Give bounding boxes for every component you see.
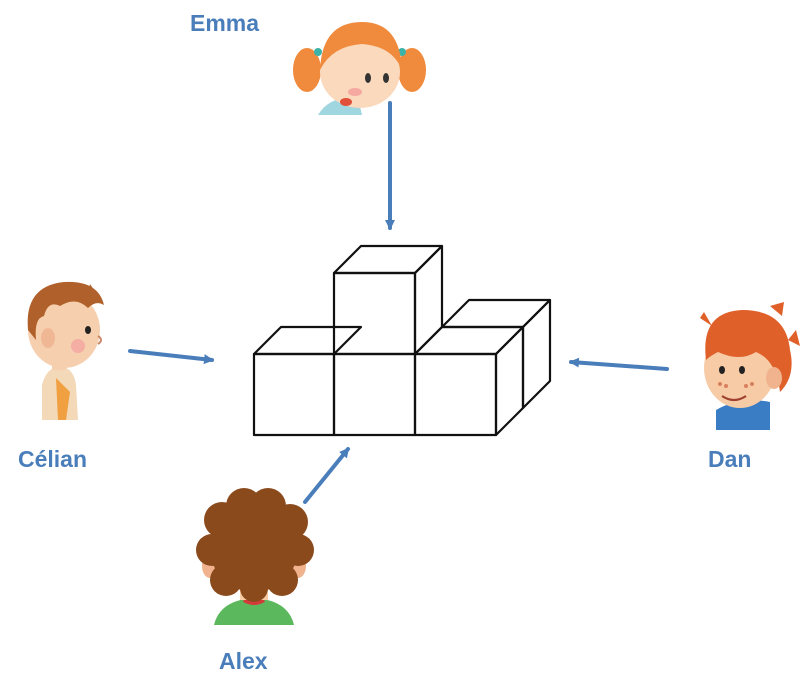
view-arrows bbox=[128, 101, 669, 504]
emma-illustration bbox=[293, 22, 426, 115]
celian-illustration bbox=[27, 281, 104, 420]
arrow-dan bbox=[569, 357, 669, 371]
alex-illustration bbox=[196, 488, 314, 625]
label-emma: Emma bbox=[190, 10, 260, 36]
label-celian: Célian bbox=[18, 446, 88, 472]
dan-illustration bbox=[700, 302, 800, 430]
cube-bottom-middle bbox=[332, 352, 417, 437]
arrow-celian bbox=[128, 349, 214, 365]
cube-structure bbox=[252, 244, 552, 437]
label-dan: Dan bbox=[708, 446, 752, 472]
arrow-alex bbox=[303, 447, 350, 504]
label-alex: Alex bbox=[219, 648, 268, 674]
cube-bottom-left bbox=[252, 325, 363, 437]
cube-bottom-right-back bbox=[440, 298, 552, 437]
